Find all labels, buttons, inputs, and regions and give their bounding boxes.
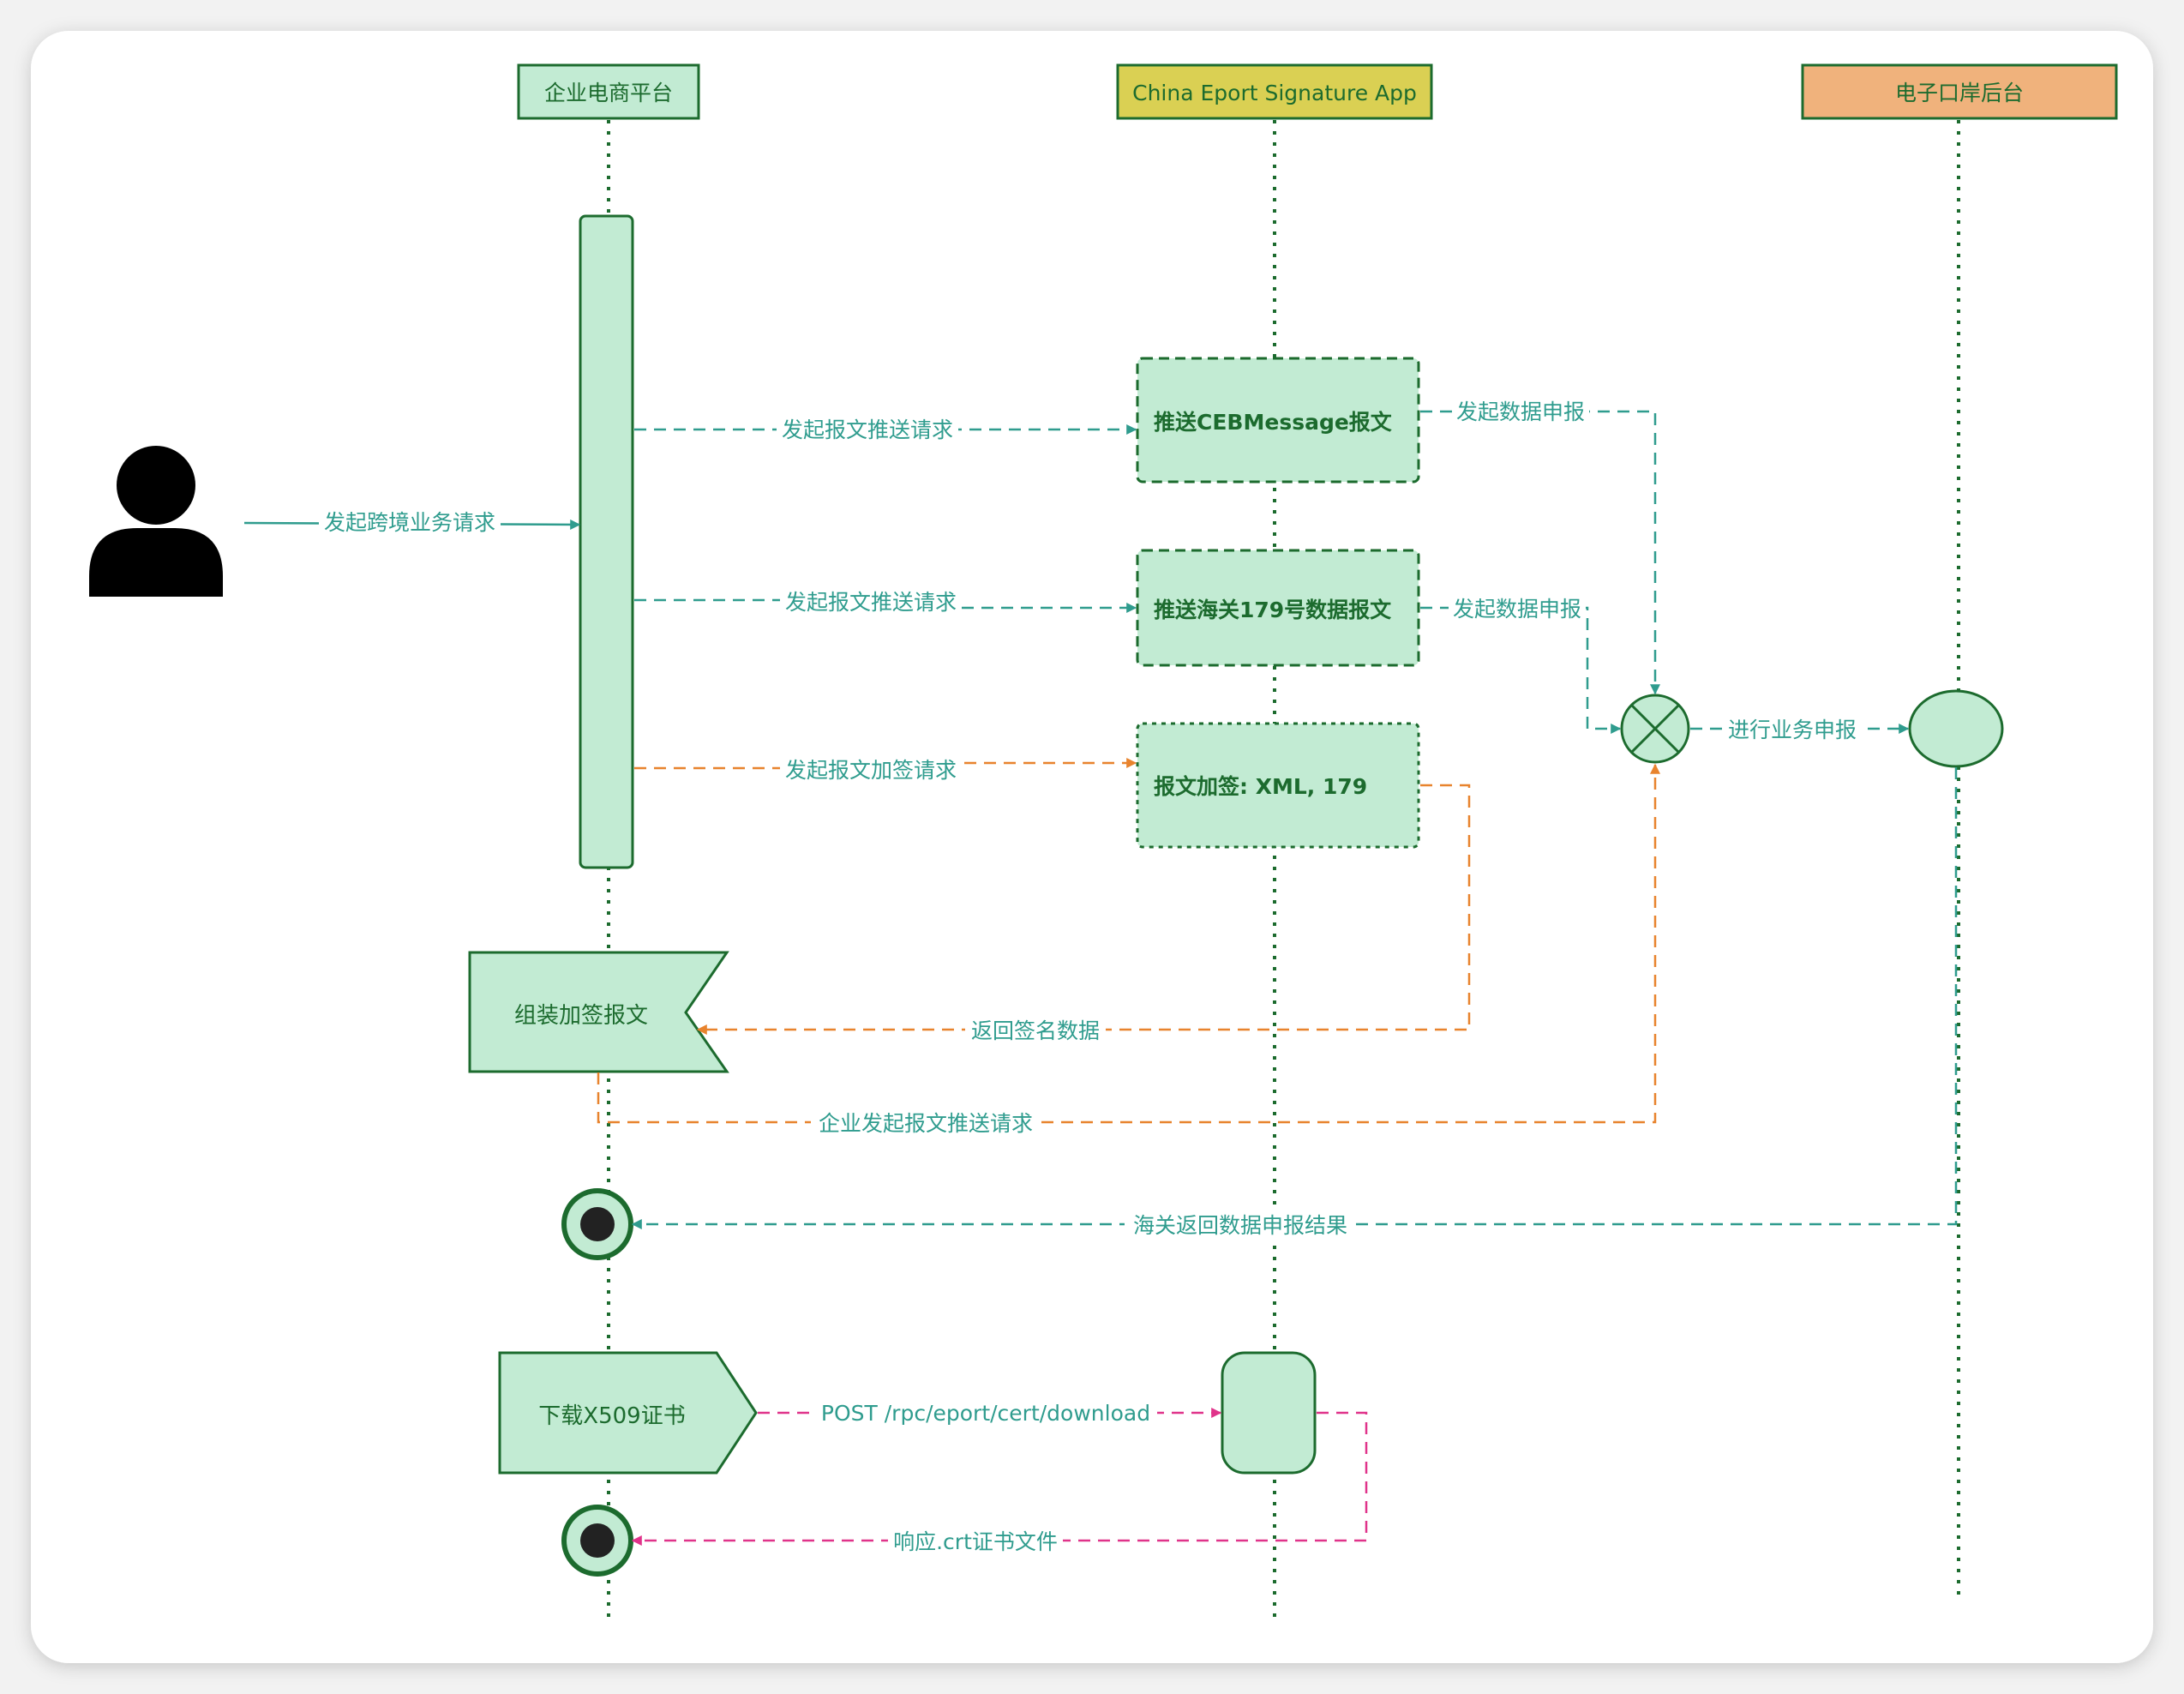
download-cert-label: 下载X509证书 xyxy=(538,1403,685,1429)
user-person-icon xyxy=(89,446,223,597)
label-push-request-2-text: 发起报文推送请求 xyxy=(785,590,957,615)
end-event-icon xyxy=(561,1188,633,1260)
label-customs-result: 海关返回数据申报结果 xyxy=(1125,1211,1356,1239)
sign-xml-box[interactable]: 报文加签: XML, 179 xyxy=(1136,722,1420,849)
label-declare-1-text: 发起数据申报 xyxy=(1456,399,1585,424)
push-ceb-box[interactable]: 推送CEBMessage报文 xyxy=(1136,357,1420,484)
assemble-signed-message-shape[interactable]: 组装加签报文 xyxy=(468,951,729,1073)
label-declare-2-text: 发起数据申报 xyxy=(1453,597,1581,622)
label-crt-response-text: 响应.crt证书文件 xyxy=(893,1529,1058,1554)
label-push-request-1: 发起报文推送请求 xyxy=(777,416,958,443)
label-sign-request: 发起报文加签请求 xyxy=(780,756,962,784)
eport-process-node[interactable] xyxy=(1908,689,2004,768)
label-enterprise-push: 企业发起报文推送请求 xyxy=(811,1109,1041,1137)
label-return-signature: 返回签名数据 xyxy=(965,1017,1106,1044)
sign-xml-label: 报文加签: XML, 179 xyxy=(1154,774,1367,799)
label-push-request-2: 发起报文推送请求 xyxy=(780,588,962,616)
participant-eport-label: 电子口岸后台 xyxy=(1895,81,2024,105)
push-179-label: 推送海关179号数据报文 xyxy=(1154,598,1392,622)
label-crt-response: 响应.crt证书文件 xyxy=(888,1528,1063,1555)
participant-app[interactable]: China Eport Signature App xyxy=(1116,63,1433,120)
participant-app-label: China Eport Signature App xyxy=(1132,81,1417,105)
participant-platform[interactable]: 企业电商平台 xyxy=(517,63,700,120)
label-enterprise-push-text: 企业发起报文推送请求 xyxy=(819,1111,1033,1136)
push-179-box[interactable]: 推送海关179号数据报文 xyxy=(1136,549,1420,667)
assemble-label: 组装加签报文 xyxy=(514,1003,648,1029)
arrow-declare-1 xyxy=(1420,410,1660,695)
participant-platform-label: 企业电商平台 xyxy=(544,81,673,105)
label-declare-1: 发起数据申报 xyxy=(1452,398,1589,425)
label-do-declare-text: 进行业务申报 xyxy=(1728,718,1857,742)
label-sign-request-text: 发起报文加签请求 xyxy=(785,758,957,783)
label-return-signature-text: 返回签名数据 xyxy=(971,1018,1100,1043)
label-do-declare: 进行业务申报 xyxy=(1723,716,1862,743)
label-user-request: 发起跨境业务请求 xyxy=(319,508,501,536)
end-event-icon xyxy=(561,1505,633,1577)
arrow-customs-result xyxy=(631,767,1958,1229)
label-push-request-1-text: 发起报文推送请求 xyxy=(782,417,953,442)
exclusive-gateway-x-icon[interactable] xyxy=(1620,694,1690,764)
label-customs-result-text: 海关返回数据申报结果 xyxy=(1133,1213,1347,1238)
label-declare-2: 发起数据申报 xyxy=(1449,595,1586,622)
diagram-card xyxy=(31,31,2153,1663)
label-post-request-text: POST /rpc/eport/cert/download xyxy=(821,1401,1150,1426)
label-user-request-text: 发起跨境业务请求 xyxy=(324,510,495,535)
download-cert-shape[interactable]: 下载X509证书 xyxy=(498,1351,758,1475)
label-post-request: POST /rpc/eport/cert/download xyxy=(814,1399,1157,1427)
arrow-enterprise-push xyxy=(597,763,1660,1124)
participant-eport[interactable]: 电子口岸后台 xyxy=(1801,63,2118,120)
cert-server-handler[interactable] xyxy=(1221,1351,1317,1475)
push-ceb-label: 推送CEBMessage报文 xyxy=(1154,410,1393,435)
activation-bar-platform xyxy=(579,214,634,869)
